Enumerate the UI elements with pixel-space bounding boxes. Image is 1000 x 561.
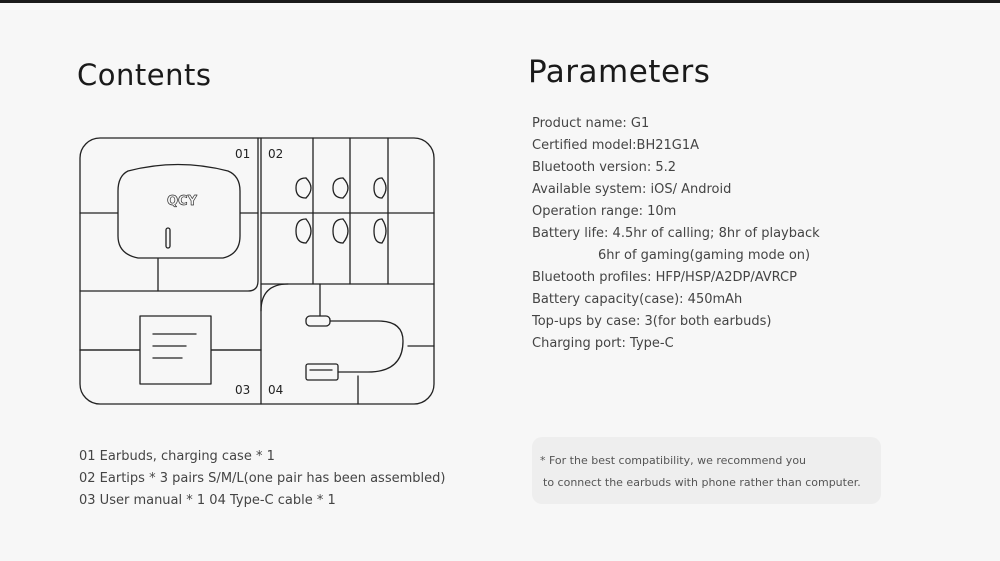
compatibility-note: * For the best compatibility, we recomme… [532,437,881,504]
svg-text:QCY: QCY [167,194,198,209]
param-bluetooth-version: Bluetooth version: 5.2 [532,160,677,175]
param-battery-life-gaming: 6hr of gaming(gaming mode on) [598,248,811,263]
contents-item: 03 User manual * 1 04 Type-C cable * 1 [79,493,336,508]
contents-item: 02 Eartips * 3 pairs S/M/L(one pair has … [79,471,446,486]
param-available-system: Available system: iOS/ Android [532,182,732,197]
parameters-title: Parameters [528,54,711,90]
parameters-list: Product name: G1 Certified model:BH21G1A… [532,113,820,355]
contents-title: Contents [77,58,212,92]
param-battery-life: Battery life: 4.5hr of calling; 8hr of p… [532,226,820,241]
label-02: 02 [268,147,283,161]
usb-c-cable-icon [305,315,404,381]
param-charging-port: Charging port: Type-C [532,336,674,351]
panel-01-outline [79,137,259,292]
package-contents-diagram: QCY [78,136,436,406]
user-manual-icon [139,315,212,385]
param-bluetooth-profiles: Bluetooth profiles: HFP/HSP/A2DP/AVRCP [532,270,797,285]
label-04: 04 [268,383,283,397]
label-03: 03 [235,383,250,397]
param-product-name: Product name: G1 [532,116,650,131]
top-border [0,0,1000,3]
contents-item: 01 Earbuds, charging case * 1 [79,449,275,464]
note-line-2: to connect the earbuds with phone rather… [543,476,861,489]
param-top-ups: Top-ups by case: 3(for both earbuds) [532,314,772,329]
eartip-icon [295,177,387,244]
label-01: 01 [235,147,250,161]
charging-case-icon: QCY [117,163,241,259]
param-battery-capacity: Battery capacity(case): 450mAh [532,292,743,307]
param-certified-model: Certified model:BH21G1A [532,138,700,153]
diagram-frame [79,137,435,405]
note-line-1: * For the best compatibility, we recomme… [540,454,807,467]
param-operation-range: Operation range: 10m [532,204,677,219]
contents-list: 01 Earbuds, charging case * 1 02 Eartips… [79,446,445,512]
